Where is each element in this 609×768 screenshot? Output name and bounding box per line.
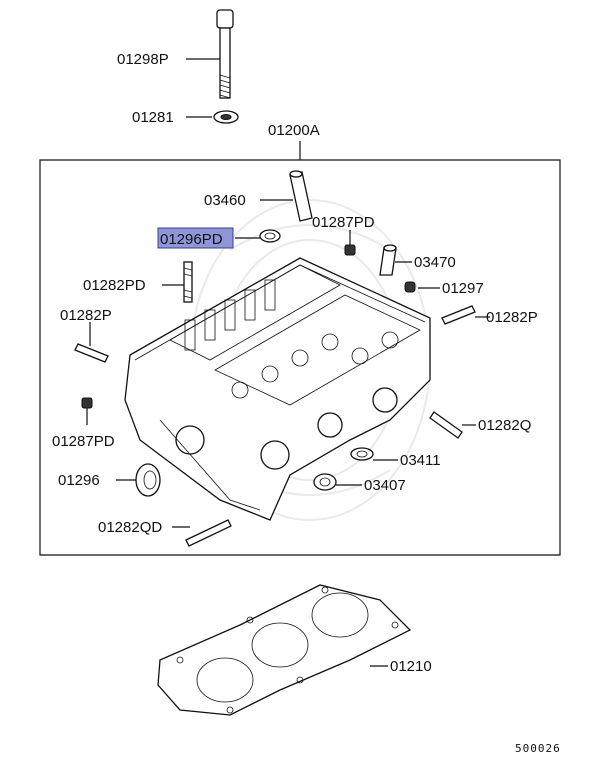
valve-guide-03460[interactable] bbox=[289, 170, 313, 222]
label-01297: 01297 bbox=[442, 280, 484, 297]
label-01210: 01210 bbox=[390, 658, 432, 675]
washer-01281[interactable] bbox=[213, 110, 239, 124]
label-01287pd-left: 01287PD bbox=[52, 433, 115, 450]
label-01281: 01281 bbox=[132, 109, 174, 126]
label-03407: 03407 bbox=[364, 477, 406, 494]
label-01298p: 01298P bbox=[117, 51, 169, 68]
cylinder-head-01200a[interactable] bbox=[124, 257, 431, 521]
seal-01296[interactable] bbox=[135, 463, 161, 497]
label-01287pd-top: 01287PD bbox=[312, 214, 375, 231]
highlight-01296pd bbox=[157, 227, 234, 249]
figure-number: 500026 bbox=[515, 742, 561, 755]
seal-03407[interactable] bbox=[313, 473, 337, 491]
label-01282pd: 01282PD bbox=[83, 277, 146, 294]
valve-guide-03470[interactable] bbox=[379, 244, 397, 276]
label-01282p-right: 01282P bbox=[486, 309, 538, 326]
head-gasket-01210[interactable] bbox=[157, 584, 412, 716]
bolt-01298p[interactable] bbox=[216, 9, 234, 99]
label-01296pd[interactable]: 01296PD bbox=[160, 231, 223, 248]
label-03470: 03470 bbox=[414, 254, 456, 271]
stud-01282p-right[interactable] bbox=[441, 305, 476, 325]
stud-01282q[interactable] bbox=[429, 411, 463, 439]
label-01282q: 01282Q bbox=[478, 417, 531, 434]
label-01282qd: 01282QD bbox=[98, 519, 162, 536]
assembly-frame bbox=[39, 141, 561, 556]
label-01200a: 01200A bbox=[268, 122, 320, 139]
label-01296: 01296 bbox=[58, 472, 100, 489]
seal-01296pd[interactable] bbox=[259, 229, 281, 243]
plug-01297[interactable] bbox=[404, 281, 416, 293]
label-03460: 03460 bbox=[204, 192, 246, 209]
stud-01282qd[interactable] bbox=[185, 519, 232, 547]
label-03411: 03411 bbox=[400, 452, 441, 469]
label-01282p-left: 01282P bbox=[60, 307, 112, 324]
plug-01287pd-top[interactable] bbox=[344, 244, 356, 256]
stud-01282p-left[interactable] bbox=[74, 343, 109, 363]
stud-01282pd[interactable] bbox=[183, 261, 193, 303]
seal-03411[interactable] bbox=[350, 447, 374, 461]
plug-01287pd-left[interactable] bbox=[81, 397, 93, 409]
